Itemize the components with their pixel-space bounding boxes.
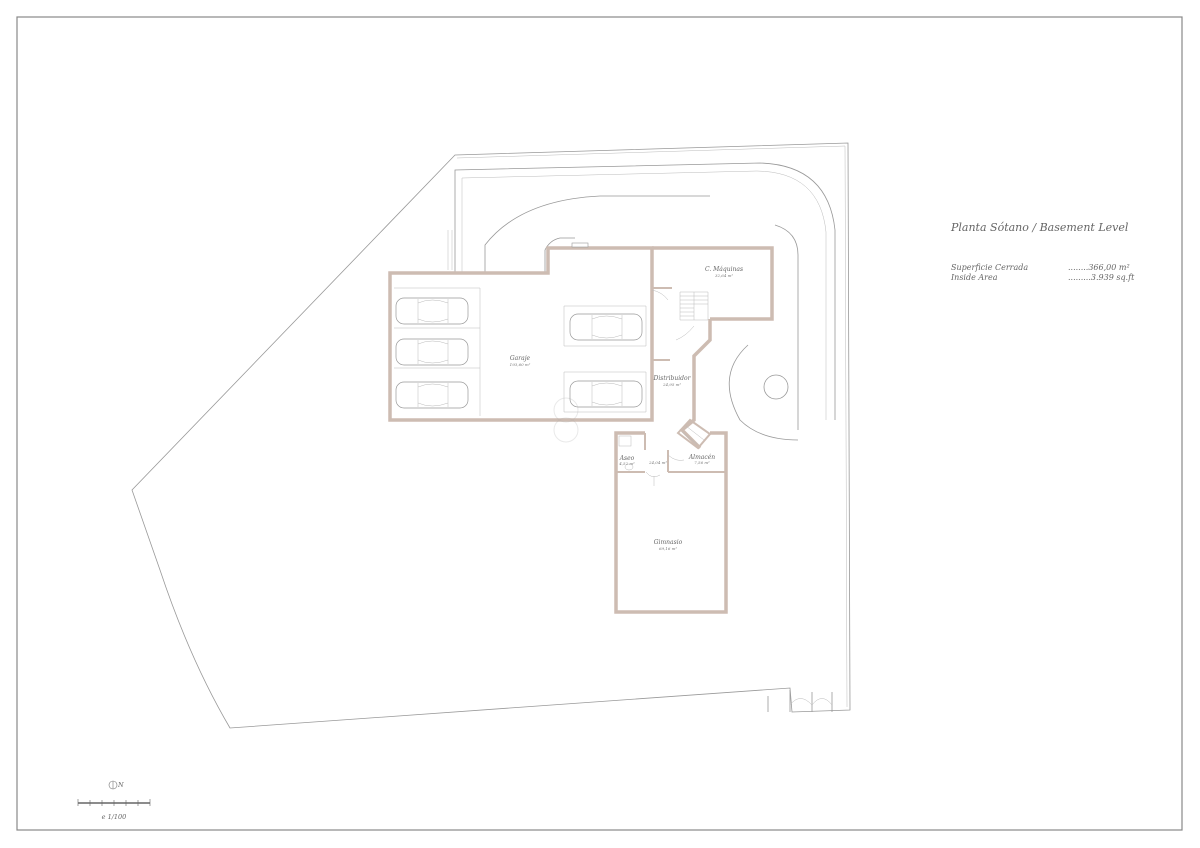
- machine-room: [652, 246, 774, 321]
- watermark-logo: [553, 397, 579, 443]
- hall-area: 24,04 m²: [648, 460, 668, 465]
- gym-area: 69,16 m²: [659, 546, 678, 551]
- scale-label: e 1/100: [102, 813, 127, 821]
- north-label: N: [117, 781, 124, 789]
- scale-bar: [77, 799, 151, 806]
- plan-title: Planta Sótano / Basement Level: [950, 221, 1129, 234]
- gym-label: Gimnasio: [654, 539, 683, 546]
- sheet-border: [16, 16, 1183, 831]
- storage-area: 7,56 m²: [694, 460, 710, 465]
- area-value-2: .........3.939 sq.ft: [1068, 273, 1135, 282]
- car-3: [395, 381, 469, 409]
- distributor-area: 24,95 m²: [662, 382, 682, 387]
- distributor-label: Distribuidor: [653, 375, 692, 382]
- garage-label: Garaje: [510, 355, 531, 362]
- area-label-2: Inside Area: [950, 273, 998, 282]
- car-5: [569, 380, 643, 408]
- storage-label: Almacén: [688, 454, 715, 461]
- garage-area: 193,60 m²: [510, 362, 531, 367]
- staircase: [679, 291, 709, 321]
- toilet-label: Aseo: [619, 455, 635, 462]
- north-arrow-icon: [108, 780, 118, 790]
- distributor-walls: [651, 289, 712, 450]
- toilet-area: 4,52 m²: [618, 461, 635, 466]
- lift-shaft: [676, 418, 712, 450]
- car-4: [569, 313, 643, 341]
- car-1: [395, 297, 469, 325]
- plot-boundary: [131, 142, 851, 729]
- machine-room-area: 32,64 m²: [715, 273, 734, 278]
- car-2: [395, 338, 469, 366]
- parked-cars: [395, 297, 643, 409]
- driveway-ramp: [447, 162, 836, 441]
- machine-room-label: C. Máquinas: [705, 266, 743, 273]
- area-label-1: Superficie Cerrada: [951, 263, 1028, 272]
- lower-block: [614, 431, 728, 614]
- area-value-1: ........366,00 m²: [1068, 263, 1130, 272]
